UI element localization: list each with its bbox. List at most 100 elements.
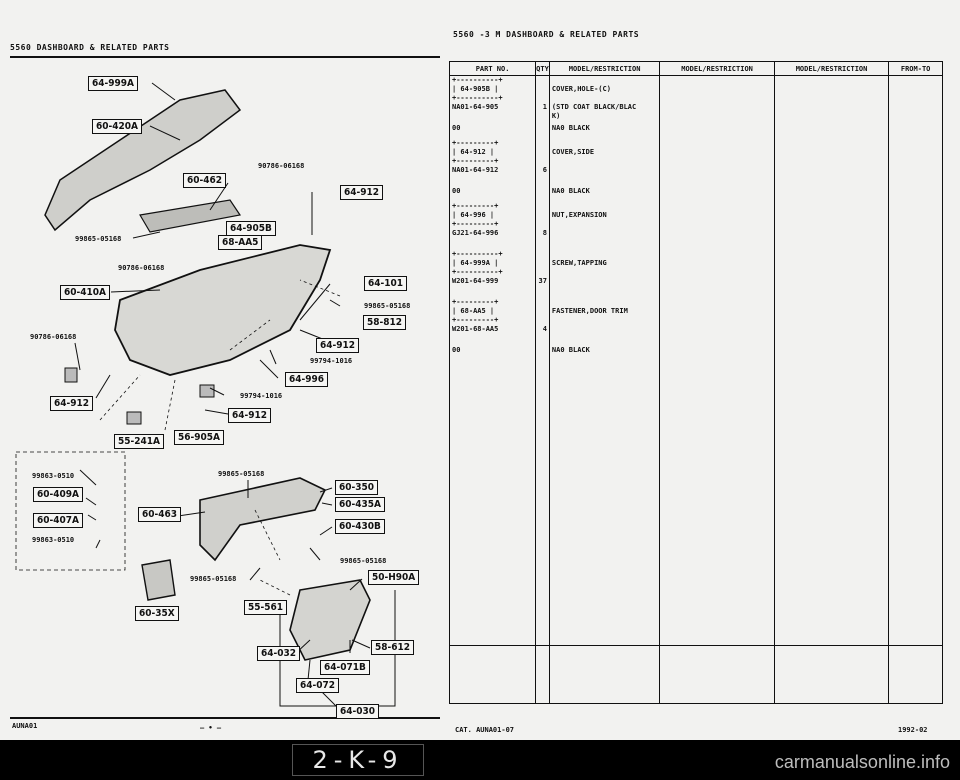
table-row: 00 NA0 BLACK bbox=[448, 123, 943, 139]
part-no-cell-line: +---------+ bbox=[452, 219, 499, 228]
description-cell-line bbox=[552, 139, 657, 148]
description-cell-line bbox=[552, 76, 657, 85]
restriction-cell bbox=[773, 138, 890, 187]
col-header: MODEL/RESTRICTION bbox=[773, 61, 890, 76]
restriction-cell bbox=[773, 201, 890, 250]
empty-cell bbox=[448, 645, 537, 704]
restriction-cell bbox=[773, 249, 890, 298]
part-number-label: 99863-0510 bbox=[32, 472, 75, 480]
restriction-cell bbox=[773, 75, 890, 124]
description-cell: NA0 BLACK bbox=[548, 123, 661, 139]
ref-tag: 64-030 bbox=[336, 704, 380, 719]
restriction-cell bbox=[659, 75, 775, 124]
qty-cell: 8 bbox=[535, 201, 550, 250]
table-header-row: PART NO. QTY MODEL/RESTRICTION MODEL/RES… bbox=[448, 61, 943, 76]
description-cell: NUT,EXPANSION bbox=[548, 201, 661, 250]
from-to-cell bbox=[888, 249, 943, 298]
description-cell: FASTENER,DOOR TRIM bbox=[548, 297, 661, 346]
footer-dashes: — • — bbox=[200, 724, 222, 732]
part-number-label: 99794-1016 bbox=[240, 392, 283, 400]
part-no-cell: 00 bbox=[448, 345, 537, 361]
description-cell-line: FASTENER,DOOR TRIM bbox=[551, 306, 628, 315]
qty-value: 1 bbox=[542, 103, 547, 111]
part-no-cell: 00 bbox=[448, 123, 537, 139]
description-cell-line: NA0 BLACK bbox=[551, 186, 590, 195]
part-no-cell-line: +---------+ bbox=[452, 156, 499, 165]
qty-value: 8 bbox=[542, 228, 547, 237]
table-row: +----------+| 64-999A |+----------+W201-… bbox=[448, 249, 943, 298]
col-header: PART NO. bbox=[448, 61, 537, 76]
qty-cell bbox=[535, 345, 550, 361]
part-no-cell-line: NA01-64-912 bbox=[452, 165, 499, 174]
table-row: +---------+| 64-996 |+---------+GJ21-64-… bbox=[448, 201, 943, 250]
qty-cell bbox=[535, 186, 550, 202]
ref-tag: 60-407A bbox=[33, 513, 83, 528]
description-cell-line bbox=[552, 202, 657, 211]
table-row: +----------+| 64-905B |+----------+NA01-… bbox=[448, 75, 943, 124]
ref-tag: 68-AA5 bbox=[218, 235, 263, 250]
ref-tag: 60-35X bbox=[135, 606, 179, 621]
part-number-label: 99865-05168 bbox=[364, 302, 411, 310]
ref-tag: 64-912 bbox=[228, 408, 272, 423]
part-no-cell-line: GJ21-64-996 bbox=[452, 228, 499, 237]
catalog-page: 5560 DASHBOARD & RELATED PARTS 5560 -3 M… bbox=[0, 0, 960, 740]
part-no-cell-line: | 64-905B | bbox=[452, 85, 499, 93]
ref-tag: 60-462 bbox=[183, 173, 227, 188]
part-no-cell: +---------+| 68-AA5 |+---------+W201-68-… bbox=[448, 297, 537, 346]
part-no-cell-line: 00 bbox=[452, 345, 461, 354]
col-header: MODEL/RESTRICTION bbox=[659, 61, 775, 76]
description-cell-line bbox=[552, 250, 657, 259]
exploded-diagram bbox=[10, 82, 440, 719]
ref-tag: 55-561 bbox=[244, 600, 288, 615]
empty-cell bbox=[448, 360, 537, 646]
qty-cell: 1 bbox=[535, 75, 550, 124]
part-no-cell-line: | 64-996 | bbox=[452, 210, 495, 219]
description-cell-line: NA0 BLACK bbox=[551, 123, 590, 132]
right-page-title: 5560 -3 M DASHBOARD & RELATED PARTS bbox=[453, 30, 640, 39]
part-no-cell-line: +----------+ bbox=[452, 267, 503, 276]
from-to-cell bbox=[888, 186, 943, 202]
qty-cell: 6 bbox=[535, 138, 550, 187]
part-no-cell-line: +---------+ bbox=[452, 297, 499, 306]
part-no-cell-line: +----------+ bbox=[452, 249, 503, 258]
qty-cell: 37 bbox=[535, 249, 550, 298]
qty-cell bbox=[535, 123, 550, 139]
qty-value: 37 bbox=[538, 276, 547, 285]
catalog-code: CAT. AUNA01-07 bbox=[455, 726, 515, 734]
qty-cell: 4 bbox=[535, 297, 550, 346]
empty-cell bbox=[888, 645, 943, 704]
bottom-strip bbox=[0, 740, 960, 780]
part-number-label: 99865-05168 bbox=[218, 470, 265, 478]
restriction-cell bbox=[773, 123, 890, 139]
from-to-cell bbox=[888, 138, 943, 187]
col-header: FROM-TO bbox=[888, 61, 943, 76]
part-no-cell-line: +----------+ bbox=[452, 76, 503, 84]
restriction-cell bbox=[659, 297, 775, 346]
qty-value bbox=[538, 346, 547, 355]
part-no-cell-line: | 64-912 | bbox=[452, 147, 495, 156]
part-no-cell-line: +---------+ bbox=[452, 138, 499, 147]
parts-table: PART NO. QTY MODEL/RESTRICTION MODEL/RES… bbox=[448, 61, 943, 704]
empty-cell bbox=[659, 360, 775, 646]
table-row: +---------+| 64-912 |+---------+NA01-64-… bbox=[448, 138, 943, 187]
left-title-rule bbox=[10, 56, 440, 58]
from-to-cell bbox=[888, 201, 943, 250]
col-header: MODEL/RESTRICTION bbox=[548, 61, 661, 76]
empty-cell bbox=[548, 645, 661, 704]
ref-tag: 60-463 bbox=[138, 507, 182, 522]
part-no-cell-line: +---------+ bbox=[452, 315, 499, 324]
part-no-cell-line: NA01-64-905 bbox=[452, 103, 499, 111]
part-no-cell: +----------+| 64-999A |+----------+W201-… bbox=[448, 249, 537, 298]
description-cell: SCREW,TAPPING bbox=[548, 249, 661, 298]
description-cell-line: SCREW,TAPPING bbox=[551, 258, 607, 267]
left-page-title: 5560 DASHBOARD & RELATED PARTS bbox=[10, 43, 170, 52]
part-number-label: 99865-05168 bbox=[340, 557, 387, 565]
empty-cell bbox=[888, 360, 943, 646]
ref-tag: 60-410A bbox=[60, 285, 110, 300]
table-bottom-row bbox=[448, 645, 943, 704]
restriction-cell bbox=[659, 345, 775, 361]
part-number-label: 99863-0510 bbox=[32, 536, 75, 544]
ref-tag: 64-101 bbox=[364, 276, 408, 291]
